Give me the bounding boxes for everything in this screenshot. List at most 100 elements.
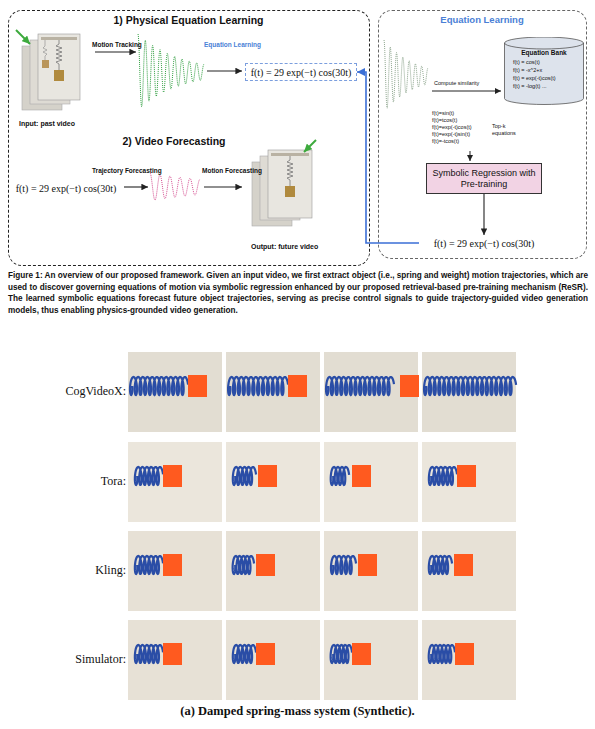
weight-symbol <box>42 60 49 68</box>
weight-symbol <box>285 186 295 197</box>
node-text: f(t) = -log(t) ... <box>513 83 583 89</box>
mass-block <box>258 465 277 487</box>
frame-background <box>128 442 222 522</box>
equation-item: f(t)=exp(-t)cos(t) <box>432 124 492 131</box>
frame-background <box>422 531 516 611</box>
node-title: Equation Learning <box>379 14 585 25</box>
frame-background <box>128 352 222 432</box>
step-label: Equation Learning <box>204 41 268 48</box>
pointer-arrow <box>304 140 316 152</box>
video-frame <box>128 442 222 522</box>
frame-background <box>128 531 222 611</box>
mass-block <box>358 554 377 576</box>
video-frame <box>38 34 80 100</box>
spring-symbol <box>429 467 457 485</box>
spring-symbol <box>331 556 356 574</box>
ceiling-bar <box>271 153 309 156</box>
node-text: f(t) = -x^2+x <box>513 67 583 73</box>
frame-background <box>324 531 418 611</box>
equation-item: f(t)=tcos(t) <box>432 117 492 124</box>
spring-symbol <box>287 156 293 186</box>
video-frame <box>324 352 419 432</box>
mass-block <box>455 643 474 665</box>
flow-arrow <box>470 151 471 161</box>
trajectory-wave <box>384 40 428 108</box>
mass-block <box>288 375 307 397</box>
section-box: 1) Physical Equation Learning 2) Video Fo… <box>8 10 370 266</box>
flow-connector <box>357 72 419 243</box>
cylinder-body <box>505 37 584 105</box>
step-label: Trajectory Forecasting <box>92 167 172 174</box>
video-frame <box>268 150 312 218</box>
spring-symbol <box>233 645 256 663</box>
video-frame <box>324 620 418 700</box>
node-text: f(t) = exp(-t)cos(t) <box>513 75 583 81</box>
frame-background <box>226 531 320 611</box>
cylinder-rim <box>505 43 584 49</box>
flow-connector <box>483 194 484 235</box>
mass-block <box>352 643 371 665</box>
spring-symbol <box>326 377 394 395</box>
frame-background <box>324 442 418 522</box>
output-video-frames <box>252 150 312 226</box>
mass-block <box>256 554 275 576</box>
frame-background <box>324 352 418 432</box>
video-frame <box>128 352 222 432</box>
frame-background <box>226 352 320 432</box>
flow-arrow <box>207 70 242 71</box>
frame-background <box>324 620 418 700</box>
node-title: f(t) = 29 exp(−t) cos(30t) <box>16 183 117 194</box>
step-label: Motion Forecasting <box>202 167 262 174</box>
video-frame <box>226 620 320 700</box>
video-frame <box>324 531 418 611</box>
equation-item: f(t)=-tcos(t) <box>432 138 492 145</box>
row-label: Tora: <box>30 474 126 489</box>
trajectory-wave <box>150 173 200 200</box>
video-stack: Output: future video <box>245 145 337 257</box>
flow-arrow <box>432 91 501 92</box>
step-label: Compute similarity <box>434 80 504 87</box>
trajectory-wave <box>138 34 204 107</box>
equation-item: f(t)=exp(-t)sin(t) <box>432 131 492 138</box>
flow-arrow <box>95 51 136 52</box>
video-frame <box>324 442 418 522</box>
spring-symbol <box>56 40 62 70</box>
node-title: Input: past video <box>19 120 99 127</box>
node-title: 1) Physical Equation Learning <box>9 14 368 26</box>
mass-block <box>400 375 419 397</box>
video-stack: Input: past video <box>15 29 95 129</box>
equation-box: f(t) = 29 exp(−t) cos(30t) <box>419 235 549 251</box>
video-frame <box>422 442 516 522</box>
mass-block <box>163 465 182 487</box>
subfigure-caption: (a) Damped spring-mass system (Synthetic… <box>0 704 595 719</box>
node-title: Symbolic Regression with Pre-training <box>427 168 541 189</box>
database-cylinder: Equation Bankf(t) = cos(t)f(t) = -x^2+xf… <box>504 37 584 105</box>
row-label: CogVideoX: <box>30 384 126 399</box>
row-label: Simulator: <box>30 652 126 667</box>
video-frame <box>226 531 320 611</box>
mass-block <box>256 643 275 665</box>
mass-block <box>163 643 182 665</box>
mass-block <box>188 375 207 397</box>
video-frame <box>422 531 516 611</box>
frame-background <box>226 442 320 522</box>
frame-background <box>422 442 516 522</box>
mass-block <box>454 554 473 576</box>
mass-block <box>457 465 476 487</box>
process-box: Symbolic Regression with Pre-training <box>426 163 542 194</box>
spring-symbol <box>130 377 188 395</box>
spring-symbol <box>424 377 516 395</box>
node-text: 2) Video Forecasting <box>9 135 339 147</box>
video-frame <box>128 531 222 611</box>
node-text: f(t) = cos(t) <box>513 59 583 65</box>
figure-caption: Figure 1: An overview of our proposed fr… <box>8 270 588 316</box>
equation-box: f(t) = 29 exp(−t) cos(30t) <box>9 179 123 197</box>
note-label: Top-k equations <box>492 123 528 136</box>
ceiling-bar <box>41 37 77 40</box>
spring-symbol <box>233 467 256 485</box>
spring-symbol <box>331 645 352 663</box>
section-box: Equation LearningEquation Bankf(t) = cos… <box>378 10 587 259</box>
video-frame <box>422 620 516 700</box>
